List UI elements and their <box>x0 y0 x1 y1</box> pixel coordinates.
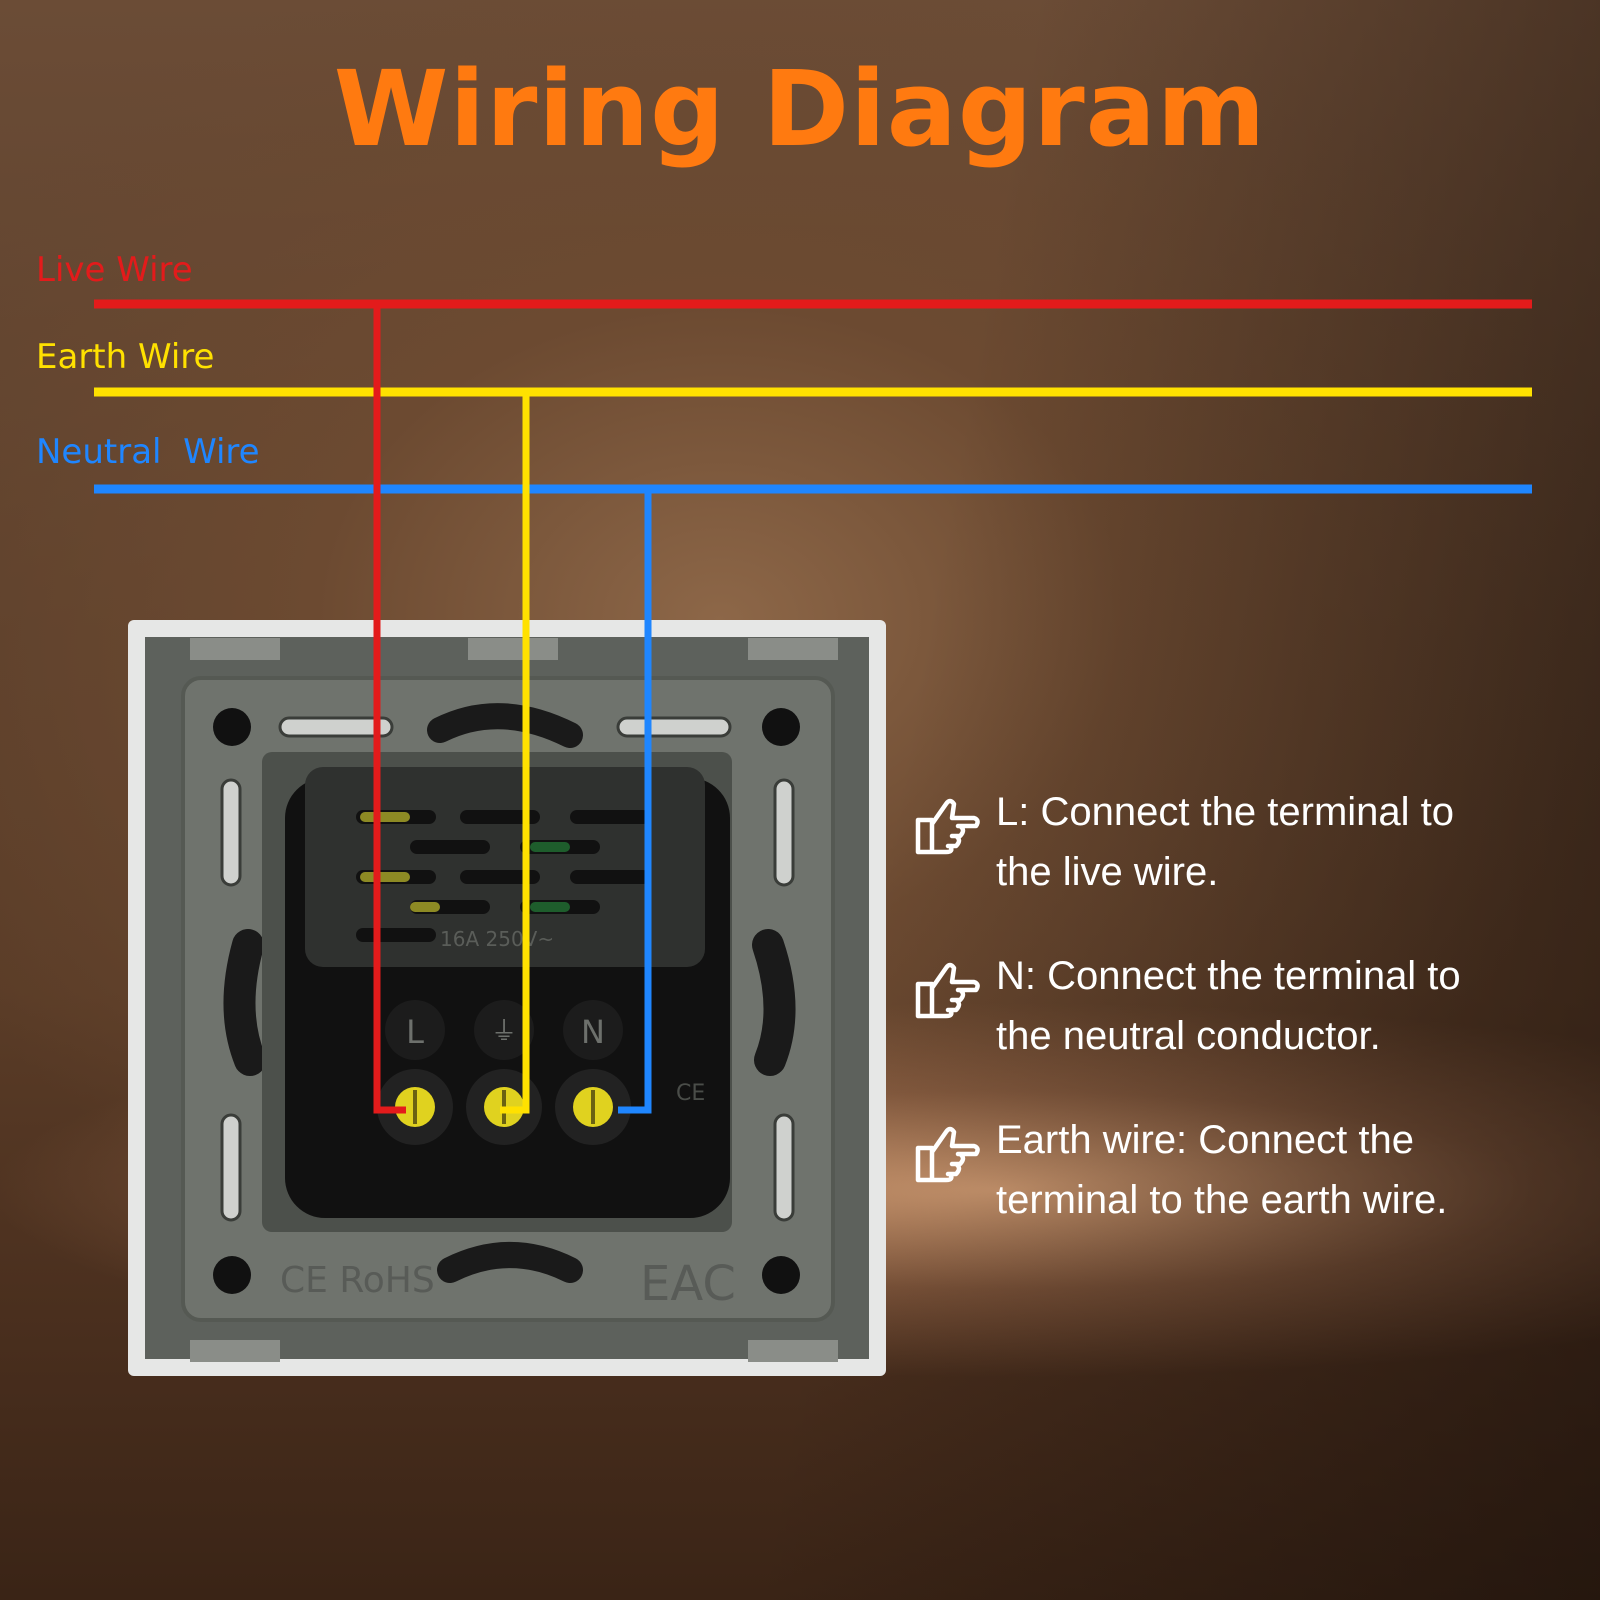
terminal-label-neutral: N <box>581 1013 605 1051</box>
pointing-hand-icon <box>915 798 980 855</box>
instruction-earth-line1: Earth wire: Connect the <box>996 1118 1414 1162</box>
instruction-neutral: N: Connect the terminal to the neutral c… <box>912 946 1572 1066</box>
neutral-wire-label: Neutral Wire <box>36 432 260 472</box>
instruction-live-line2: the live wire. <box>996 850 1219 894</box>
live-wire-label: Live Wire <box>36 250 193 290</box>
pointing-hand-icon <box>915 1126 980 1183</box>
instruction-neutral-line2: the neutral conductor. <box>996 1014 1381 1058</box>
instruction-earth: Earth wire: Connect the terminal to the … <box>912 1110 1572 1230</box>
socket-back: 16A 250V~ L ⏚ N CE RoHS EAC CE <box>128 620 886 1376</box>
page-title: Wiring Diagram <box>333 48 1267 170</box>
eac-mark: EAC <box>640 1256 736 1312</box>
live-drop-wire <box>373 304 406 1114</box>
earth-wire-label: Earth Wire <box>36 337 215 377</box>
pointing-hand-icon <box>915 962 980 1019</box>
instruction-live-line1: L: Connect the terminal to <box>996 790 1455 834</box>
neutral-drop-wire <box>618 489 652 1114</box>
screw-hole <box>213 1256 251 1294</box>
terminal-label-earth: ⏚ <box>491 1017 517 1047</box>
earth-drop-wire <box>500 392 530 1114</box>
screw-hole <box>213 708 251 746</box>
instruction-neutral-line1: N: Connect the terminal to <box>996 954 1461 998</box>
instruction-earth-line2: terminal to the earth wire. <box>996 1178 1448 1222</box>
ce-mark: CE <box>676 1081 705 1106</box>
terminal-label-live: L <box>406 1013 424 1051</box>
instruction-live: L: Connect the terminal to the live wire… <box>912 782 1572 902</box>
rating-label: 16A 250V~ <box>440 927 554 951</box>
ce-rohs-mark: CE RoHS <box>280 1260 435 1301</box>
screw-hole <box>762 1256 800 1294</box>
screw-hole <box>762 708 800 746</box>
